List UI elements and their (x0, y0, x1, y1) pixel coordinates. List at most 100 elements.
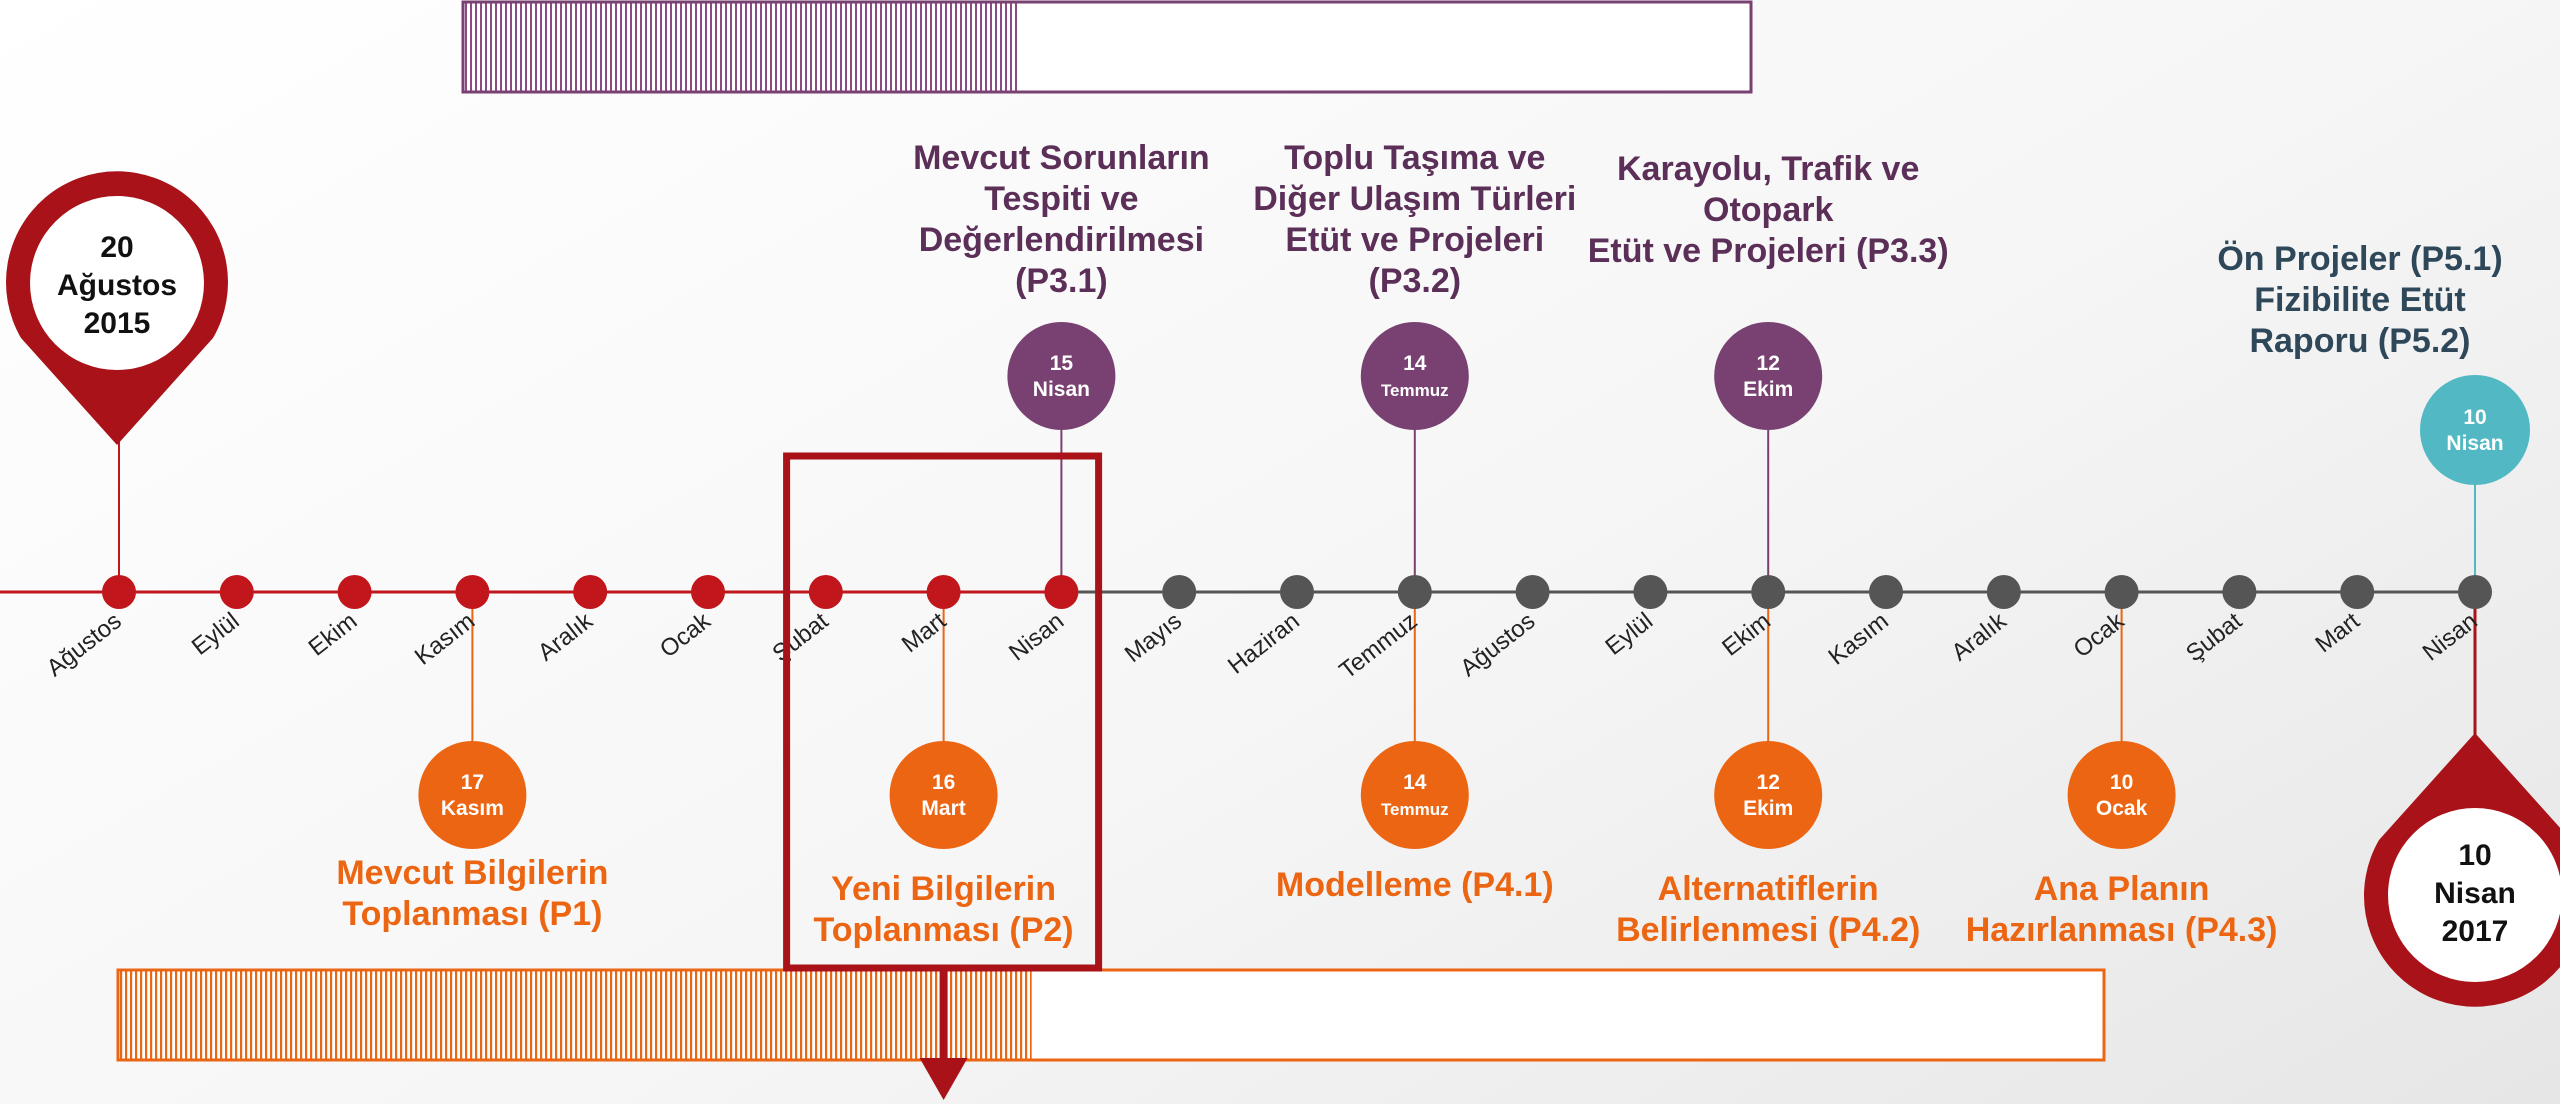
top-milestone-title-3-0: Ön Projeler (P5.1) (2217, 240, 2502, 278)
month-dot-19 (2340, 575, 2375, 609)
top-milestone-title-3-2: Raporu (P5.2) (2249, 322, 2470, 360)
month-dot-10 (1280, 575, 1314, 609)
month-label-4: Aralık (533, 607, 599, 667)
bottom-milestone-day-1: 16 (932, 771, 955, 794)
month-label-11: Temmuz (1334, 607, 1422, 684)
month-dot-3 (455, 575, 490, 609)
month-label-10: Haziran (1223, 607, 1305, 679)
month-dot-6 (808, 575, 843, 609)
top-milestone-circle-1 (1360, 322, 1469, 430)
month-label-9: Mayıs (1120, 607, 1187, 668)
bottom-milestone-title-0-0: Mevcut Bilgilerin (336, 854, 608, 892)
top-milestone-circle-2 (1714, 322, 1823, 430)
bottom-milestone-title-1-1: Toplanması (P2) (814, 911, 1074, 949)
month-dot-16 (1986, 575, 2021, 609)
month-label-18: Şubat (2181, 607, 2247, 667)
bottom-milestone-title-1-0: Yeni Bilgilerin (831, 870, 1056, 908)
month-dot-17 (2104, 575, 2139, 609)
month-label-19: Mart (2310, 607, 2365, 658)
month-dot-13 (1633, 575, 1668, 609)
bottom-milestone-title-3-1: Belirlenmesi (P4.2) (1616, 911, 1920, 949)
current-phase-arrow-shaft (939, 968, 948, 1060)
bottom-milestone-title-3-0: Alternatiflerin (1658, 870, 1879, 908)
month-label-12: Ağustos (1455, 607, 1540, 682)
month-label-5: Ocak (655, 607, 717, 663)
month-dot-5 (691, 575, 725, 609)
top-milestone-title-0-3: (P3.1) (1015, 262, 1108, 300)
bottom-milestone-circle-0 (418, 741, 527, 849)
end-date-month: Nisan (2434, 877, 2516, 910)
start-date-month: Ağustos (57, 269, 177, 302)
top-milestone-day-1: 14 (1403, 352, 1427, 375)
month-dot-14 (1751, 575, 1786, 609)
month-dot-4 (573, 575, 608, 609)
month-dot-12 (1515, 575, 1550, 609)
top-milestone-day-0: 15 (1050, 352, 1074, 375)
top-milestone-circle-0 (1007, 322, 1116, 430)
month-label-0: Ağustos (42, 607, 127, 682)
bottom-milestone-month-2: Temmuz (1381, 800, 1449, 819)
month-label-3: Kasım (410, 607, 480, 670)
top-milestone-title-0-0: Mevcut Sorunların (913, 139, 1210, 177)
bottom-milestone-title-4-1: Hazırlanması (P4.3) (1966, 911, 2278, 949)
month-dot-11 (1397, 575, 1432, 609)
start-date-year: 2015 (84, 307, 151, 340)
bottom-progress-bar-fill (119, 971, 1032, 1059)
top-milestone-title-2-1: Otopark (1703, 191, 1833, 229)
end-date-day: 10 (2458, 839, 2491, 872)
top-milestone-month-3: Nisan (2446, 432, 2503, 455)
top-milestone-title-0-1: Tespiti ve (984, 180, 1138, 218)
bottom-milestone-month-4: Ocak (2096, 797, 2148, 820)
month-label-8: Nisan (1004, 607, 1069, 666)
bottom-milestone-title-4-0: Ana Planın (2034, 870, 2210, 908)
bottom-milestone-circle-3 (1714, 741, 1823, 849)
top-milestone-title-0-2: Değerlendirilmesi (919, 221, 1204, 259)
month-label-20: Nisan (2418, 607, 2483, 666)
top-milestone-month-2: Ekim (1743, 378, 1793, 401)
bottom-milestone-day-0: 17 (461, 771, 484, 794)
month-dot-20 (2458, 575, 2492, 609)
top-milestone-day-2: 12 (1757, 352, 1780, 375)
bottom-milestone-title-2-0: Modelleme (P4.1) (1276, 866, 1554, 904)
bottom-milestone-day-2: 14 (1403, 771, 1427, 794)
month-dot-8 (1044, 575, 1079, 609)
month-dot-7 (926, 575, 961, 609)
month-label-1: Eylül (187, 607, 245, 660)
month-label-13: Eylül (1600, 607, 1658, 660)
bottom-milestone-month-3: Ekim (1743, 797, 1793, 820)
end-date-year: 2017 (2442, 915, 2509, 948)
bottom-milestone-day-4: 10 (2110, 771, 2133, 794)
month-label-15: Kasım (1823, 607, 1893, 670)
top-milestone-title-1-2: Etüt ve Projeleri (1285, 221, 1544, 259)
current-phase-arrow-head (919, 1058, 968, 1100)
top-progress-bar-fill (464, 3, 1018, 91)
month-label-2: Ekim (304, 607, 363, 661)
month-dot-15 (1869, 575, 1903, 609)
month-dot-18 (2222, 575, 2257, 609)
month-label-14: Ekim (1717, 607, 1776, 661)
month-dot-2 (337, 575, 372, 609)
top-milestone-month-0: Nisan (1033, 378, 1090, 401)
top-milestone-circle-3 (2420, 375, 2530, 485)
top-milestone-title-3-1: Fizibilite Etüt (2254, 281, 2466, 319)
top-milestone-title-2-2: Etüt ve Projeleri (P3.3) (1588, 232, 1949, 270)
bottom-milestone-circle-1 (889, 741, 998, 849)
month-dot-1 (219, 575, 254, 609)
end-date-pin-inner (2388, 808, 2560, 982)
top-milestone-day-3: 10 (2463, 406, 2486, 429)
month-dot-0 (102, 575, 136, 609)
top-milestone-title-1-3: (P3.2) (1369, 262, 1462, 300)
bottom-milestone-month-1: Mart (921, 797, 965, 820)
month-label-16: Aralık (1947, 607, 2013, 667)
top-milestone-title-1-1: Diğer Ulaşım Türleri (1253, 180, 1576, 218)
bottom-milestone-circle-4 (2067, 741, 2176, 849)
bottom-milestone-circle-2 (1360, 741, 1469, 849)
start-date-pin-inner (30, 196, 204, 370)
bottom-milestone-day-3: 12 (1757, 771, 1780, 794)
month-dot-9 (1162, 575, 1197, 609)
top-milestone-title-2-0: Karayolu, Trafik ve (1617, 150, 1919, 188)
start-date-day: 20 (100, 231, 133, 264)
bottom-milestone-month-0: Kasım (441, 797, 504, 820)
top-milestone-month-1: Temmuz (1381, 381, 1449, 400)
